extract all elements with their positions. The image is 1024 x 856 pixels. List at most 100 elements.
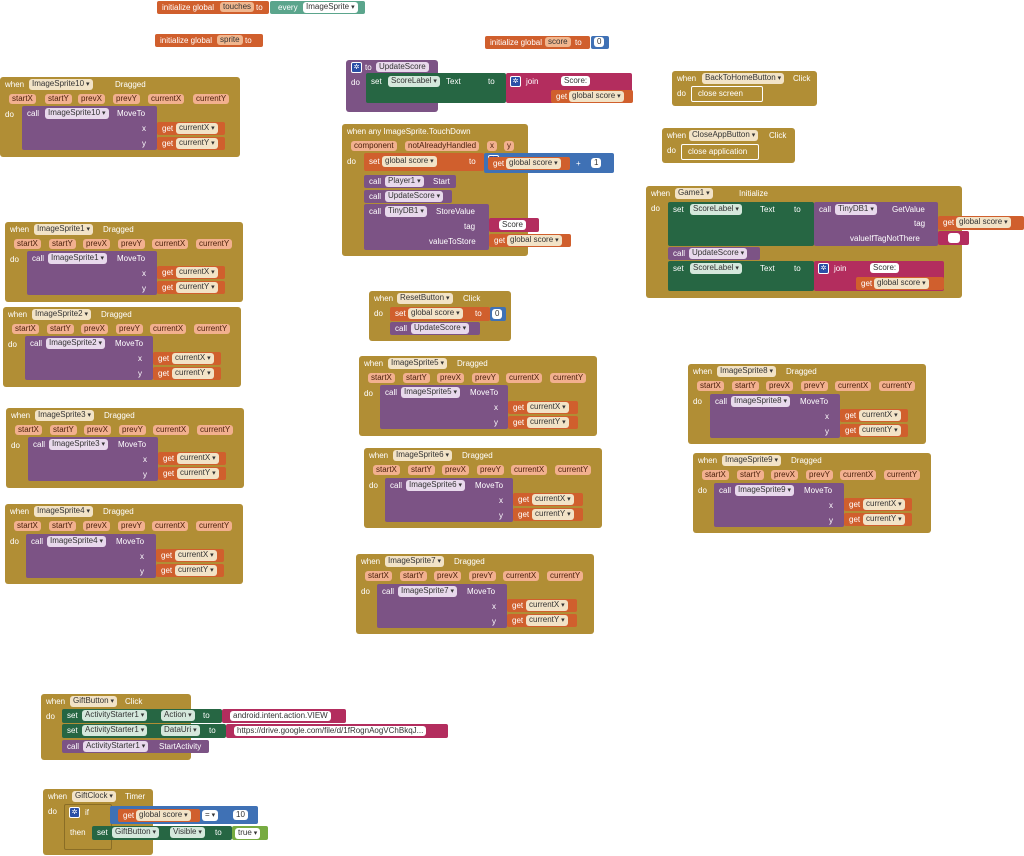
get-currentx[interactable]: get currentX <box>508 401 578 414</box>
variable-dropdown[interactable]: currentX <box>532 494 574 505</box>
number-block[interactable]: 0 <box>490 307 506 321</box>
component-dropdown[interactable]: ScoreLabel <box>388 76 440 87</box>
component-dropdown[interactable]: ImageSprite6 <box>393 450 453 461</box>
param-prevy[interactable]: prevY <box>469 571 496 581</box>
set-activitystarter-action[interactable]: set ActivityStarter1 Action to <box>62 709 222 723</box>
param-starty[interactable]: startY <box>400 571 427 581</box>
param-prevx[interactable]: prevX <box>766 381 793 391</box>
component-dropdown[interactable]: ImageSprite5 <box>388 358 448 369</box>
set-activitystarter-datauri[interactable]: set ActivityStarter1 DataUri to <box>62 724 226 738</box>
get-currenty[interactable]: get currentY <box>513 508 583 521</box>
call-moveto[interactable]: call ImageSprite9 MoveTo x y <box>714 483 844 527</box>
get-currenty[interactable]: get currentY <box>157 281 225 294</box>
get-currenty[interactable]: get currentY <box>508 416 578 429</box>
param-currenty[interactable]: currentY <box>550 373 587 383</box>
component-dropdown[interactable]: ImageSprite2 <box>32 309 92 320</box>
call-moveto[interactable]: call ImageSprite1 MoveTo x y <box>27 251 157 295</box>
variable-dropdown[interactable]: currentX <box>172 353 214 364</box>
param-prevy[interactable]: prevY <box>118 521 145 531</box>
param-currenty[interactable]: currentY <box>884 470 921 480</box>
variable-dropdown[interactable]: currentX <box>177 453 219 464</box>
call-moveto[interactable]: call ImageSprite6 MoveTo x y <box>385 478 513 522</box>
component-dropdown[interactable]: ImageSprite7 <box>385 556 445 567</box>
component-dropdown[interactable]: Game1 <box>675 188 713 199</box>
param-prevy[interactable]: prevY <box>116 324 143 334</box>
param-starty[interactable]: startY <box>408 465 435 475</box>
get-global-score[interactable]: get global score <box>488 157 570 170</box>
call-moveto[interactable]: call ImageSprite3 MoveTo x y <box>28 437 158 481</box>
param-prevx[interactable]: prevX <box>771 470 798 480</box>
variable-dropdown[interactable]: currentY <box>176 138 218 149</box>
call-moveto[interactable]: call ImageSprite10 MoveTo x y <box>22 106 157 150</box>
param-prevx[interactable]: prevX <box>81 324 108 334</box>
variable-dropdown[interactable]: currentY <box>177 468 219 479</box>
get-currenty[interactable]: get currentY <box>507 614 577 627</box>
param-startx[interactable]: startX <box>697 381 724 391</box>
param-currenty[interactable]: currentY <box>196 239 233 249</box>
variable-dropdown[interactable]: currentY <box>859 425 901 436</box>
param-currentx[interactable]: currentX <box>840 470 877 480</box>
param-startx[interactable]: startX <box>14 239 41 249</box>
component-dropdown[interactable]: TinyDB1 <box>835 204 877 215</box>
if-block[interactable]: ✲ if then <box>64 804 112 850</box>
param-prevx[interactable]: prevX <box>84 425 111 435</box>
param-currentx[interactable]: currentX <box>153 425 190 435</box>
variable-dropdown[interactable]: currentY <box>526 615 568 626</box>
text-literal[interactable]: Score: <box>870 263 900 273</box>
set-global-score[interactable]: set global score to <box>390 307 490 321</box>
variable-dropdown[interactable]: global score <box>382 156 437 167</box>
get-currentx[interactable]: get currentX <box>157 266 225 279</box>
variable-dropdown[interactable]: currentX <box>527 402 569 413</box>
param-startx[interactable]: startX <box>702 470 729 480</box>
call-tinydb-getvalue[interactable]: call TinyDB1 GetValue tag valueIfTagNotT… <box>814 202 938 246</box>
boolean-dropdown[interactable]: true <box>235 828 261 839</box>
operator-dropdown[interactable]: = <box>202 810 219 821</box>
number-value[interactable]: 0 <box>492 309 503 319</box>
param-startx[interactable]: startX <box>9 94 36 104</box>
component-dropdown[interactable]: ImageSprite5 <box>401 387 461 398</box>
text-literal[interactable]: android.intent.action.VIEW <box>230 711 331 721</box>
gear-icon[interactable]: ✲ <box>510 76 521 87</box>
param-currentx[interactable]: currentX <box>503 571 540 581</box>
component-dropdown[interactable]: ActivityStarter1 <box>82 710 148 721</box>
call-moveto[interactable]: call ImageSprite7 MoveTo x y <box>377 584 507 628</box>
component-dropdown[interactable]: ImageSprite6 <box>406 480 466 491</box>
get-currentx[interactable]: get currentX <box>158 452 226 465</box>
variable-dropdown[interactable]: currentY <box>172 368 214 379</box>
procedure-name[interactable]: UpdateScore <box>376 62 429 72</box>
param-starty[interactable]: startY <box>732 381 759 391</box>
param-currenty[interactable]: currentY <box>555 465 592 475</box>
get-currenty[interactable]: get currentY <box>153 367 221 380</box>
init-global-score[interactable]: initialize global score to <box>485 36 590 49</box>
param-starty[interactable]: startY <box>403 373 430 383</box>
call-updatescore[interactable]: call UpdateScore <box>390 322 480 335</box>
get-global-score[interactable]: get global score <box>118 809 200 822</box>
variable-dropdown[interactable]: global score <box>136 810 191 821</box>
component-dropdown[interactable]: ActivityStarter1 <box>83 741 149 752</box>
param-prevy[interactable]: prevY <box>806 470 833 480</box>
component-dropdown[interactable]: ImageSprite8 <box>717 366 777 377</box>
variable-dropdown[interactable]: global score <box>506 158 561 169</box>
init-global-touches[interactable]: initialize global touches to <box>157 1 269 14</box>
param-currentx[interactable]: currentX <box>511 465 548 475</box>
call-updatescore[interactable]: call UpdateScore <box>668 247 760 260</box>
get-currenty[interactable]: get currentY <box>156 564 224 577</box>
variable-dropdown[interactable]: currentY <box>532 509 574 520</box>
variable-dropdown[interactable]: currentY <box>527 417 569 428</box>
variable-dropdown[interactable]: currentX <box>176 123 218 134</box>
param-prevy[interactable]: prevY <box>472 373 499 383</box>
variable-dropdown[interactable]: global score <box>408 308 463 319</box>
param-currentx[interactable]: currentX <box>150 324 187 334</box>
text-literal[interactable]: Score: <box>561 76 591 86</box>
param-startx[interactable]: startX <box>368 373 395 383</box>
param-currentx[interactable]: currentX <box>148 94 185 104</box>
number-value[interactable]: 10 <box>233 810 248 820</box>
text-literal-block[interactable]: android.intent.action.VIEW <box>222 709 346 723</box>
param-currenty[interactable]: currentY <box>879 381 916 391</box>
variable-dropdown[interactable]: global score <box>874 278 929 289</box>
param-currentx[interactable]: currentX <box>506 373 543 383</box>
param-currentx[interactable]: currentX <box>152 239 189 249</box>
param-component[interactable]: component <box>351 141 397 151</box>
component-dropdown[interactable]: ActivityStarter1 <box>82 725 148 736</box>
get-currenty[interactable]: get currentY <box>158 467 226 480</box>
